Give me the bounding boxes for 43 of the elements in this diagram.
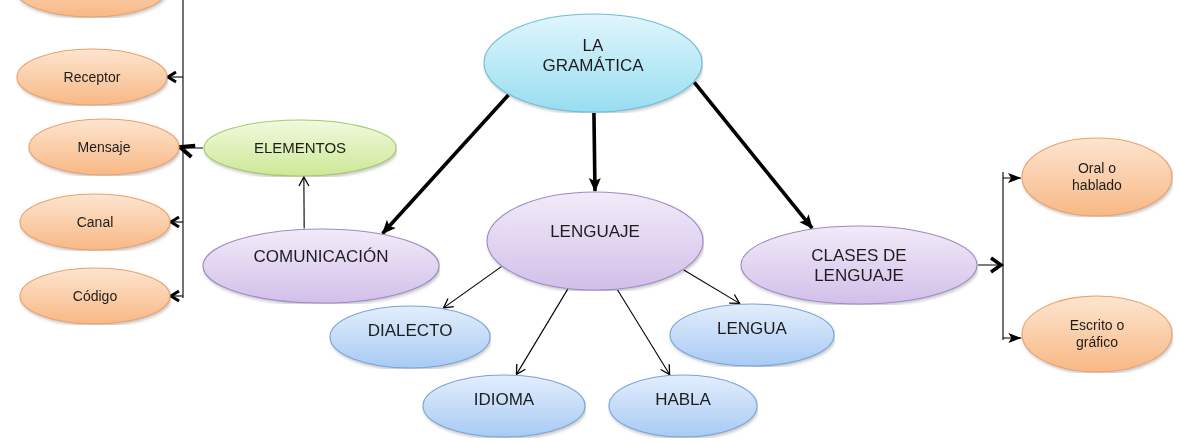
concept-ellipse xyxy=(1021,137,1173,217)
concept-ellipse xyxy=(483,13,703,113)
arrow xyxy=(169,289,184,303)
node-label: Oral o hablado xyxy=(1071,160,1123,194)
concept-ellipse xyxy=(740,225,978,305)
concept-ellipse xyxy=(19,193,171,251)
node-label: DIALECTO xyxy=(367,320,453,341)
concept-ellipse xyxy=(669,303,835,367)
concept-ellipse xyxy=(1021,295,1173,373)
node-label: LENGUAJE xyxy=(550,221,640,242)
node-label: HABLA xyxy=(655,389,711,410)
arrow xyxy=(169,215,184,229)
node-label: Escrito o gráfico xyxy=(1068,317,1126,351)
node-label: LA GRAMÁTICA xyxy=(541,35,645,77)
node-label: LENGUA xyxy=(717,318,787,339)
arrow xyxy=(1002,173,1022,183)
concept-ellipse xyxy=(19,267,171,325)
node-label: CLASES DE LENGUAJE xyxy=(810,245,908,287)
node-label: Receptor xyxy=(63,68,121,86)
arrow xyxy=(588,112,601,192)
node-label: Mensaje xyxy=(77,138,131,156)
arrow xyxy=(617,289,671,376)
concept-ellipse xyxy=(329,305,491,369)
arrow xyxy=(166,70,184,84)
node-label: ELEMENTOS xyxy=(253,139,347,157)
arrow xyxy=(683,269,741,304)
concept-ellipse xyxy=(422,374,586,438)
node-label: COMUNICACIÓN xyxy=(253,246,389,267)
node-label: Canal xyxy=(76,213,114,231)
arrow xyxy=(692,81,814,230)
concept-ellipse xyxy=(16,48,168,106)
arrow xyxy=(515,288,569,375)
concept-ellipse xyxy=(608,374,758,438)
concept-ellipse xyxy=(202,228,440,304)
node-label: IDIOMA xyxy=(473,389,535,410)
concept-ellipse xyxy=(203,119,397,177)
node-label: Código xyxy=(72,287,118,305)
arrow xyxy=(442,266,502,309)
arrow xyxy=(1002,333,1022,343)
concept-ellipse xyxy=(486,191,704,291)
bracket-connector xyxy=(977,171,1005,341)
concept-ellipse xyxy=(28,118,180,176)
arrow xyxy=(298,176,310,229)
